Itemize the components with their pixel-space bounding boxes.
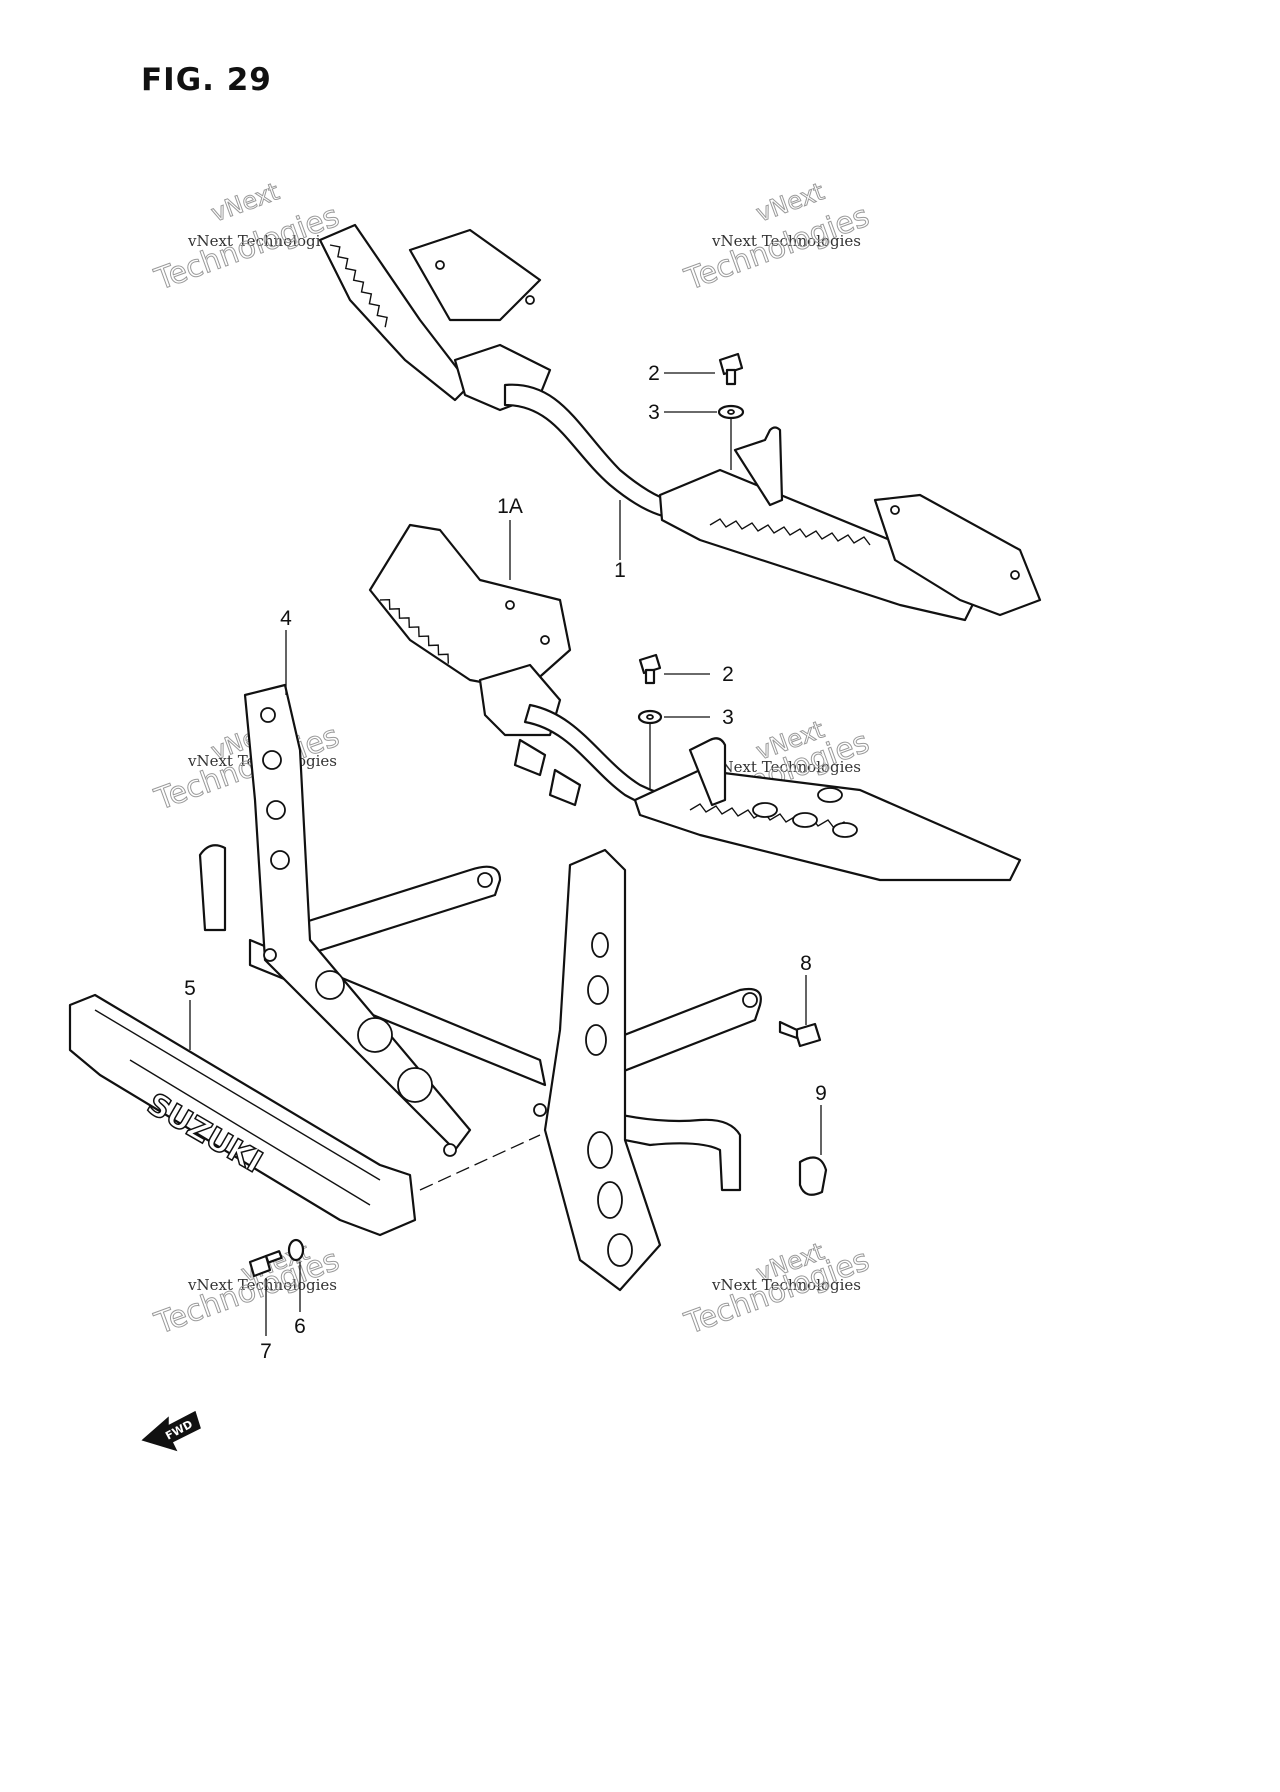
callout-1a: 1A bbox=[497, 495, 523, 518]
callout-5: 5 bbox=[184, 977, 196, 1000]
watermark-bottom-left: vNext vNext Technologies Technologies bbox=[149, 1237, 344, 1343]
figure-title: FIG. 29 bbox=[141, 62, 272, 98]
callout-1: 1 bbox=[614, 559, 626, 582]
hardware-washer-3a bbox=[717, 404, 745, 420]
right-footpeg-1a bbox=[633, 768, 1022, 882]
left-footpeg-1a bbox=[368, 523, 572, 692]
callout-labels: 1 1A 2 3 2 3 4 5 6 7 8 9 bbox=[184, 362, 827, 1363]
callout-2-upper: 2 bbox=[648, 362, 660, 385]
left-side-plate bbox=[243, 683, 472, 1152]
part-4-bumper-frame bbox=[198, 683, 762, 1292]
callout-4: 4 bbox=[280, 607, 292, 630]
hardware-bolt-7 bbox=[248, 1250, 283, 1278]
hardware-bolt-2b bbox=[638, 653, 662, 685]
leader-lines bbox=[189, 372, 822, 1336]
hardware-bolt-8 bbox=[778, 1020, 822, 1048]
watermark-top-left: vNext vNext Technologies Technologies bbox=[149, 177, 344, 299]
hardware-clip-9 bbox=[798, 1156, 828, 1196]
frame-upper-strut bbox=[278, 865, 502, 962]
right-heel-guard bbox=[873, 493, 1042, 617]
right-side-plate bbox=[543, 848, 662, 1292]
watermark-top-right: vNext vNext Technologies Technologies bbox=[679, 177, 874, 299]
right-u-bracket-1a bbox=[688, 737, 727, 807]
fwd-arrow-icon bbox=[141, 1410, 201, 1452]
callout-6: 6 bbox=[294, 1315, 306, 1338]
hardware-bolt-2a bbox=[718, 352, 744, 386]
forward-direction-arrow: FWD bbox=[141, 1410, 201, 1452]
callout-3-upper: 3 bbox=[648, 401, 660, 424]
right-u-bracket bbox=[733, 426, 784, 507]
frame-left-tube-end bbox=[198, 844, 227, 932]
hardware-washer-3b bbox=[637, 709, 663, 725]
callout-9: 9 bbox=[815, 1082, 827, 1105]
watermark-small-text: vNext Technologies bbox=[711, 232, 861, 250]
watermark-bottom-right: vNext vNext Technologies Technologies bbox=[679, 1237, 874, 1343]
watermark-small-text: vNext Technologies bbox=[711, 1276, 861, 1294]
left-mount-plate bbox=[408, 228, 542, 322]
callout-2-lower: 2 bbox=[722, 663, 734, 686]
part-1a-footrest-assembly bbox=[368, 523, 1022, 882]
watermark-middle-left: vNext vNext Technologies Technologies bbox=[149, 715, 344, 819]
left-footpeg-serrated bbox=[318, 223, 472, 402]
callout-7: 7 bbox=[260, 1340, 272, 1363]
callout-8: 8 bbox=[800, 952, 812, 975]
watermark-small-text: vNext Technologies bbox=[711, 758, 861, 776]
part-1-footrest-assembly bbox=[318, 223, 1042, 622]
watermark-small-text: vNext Technologies bbox=[187, 232, 337, 250]
tab-1a bbox=[513, 738, 547, 777]
callout-3-lower: 3 bbox=[722, 706, 734, 729]
hardware-washer-6 bbox=[287, 1238, 305, 1262]
tab-1a-b bbox=[548, 768, 582, 807]
skid-plate-body bbox=[68, 993, 417, 1237]
